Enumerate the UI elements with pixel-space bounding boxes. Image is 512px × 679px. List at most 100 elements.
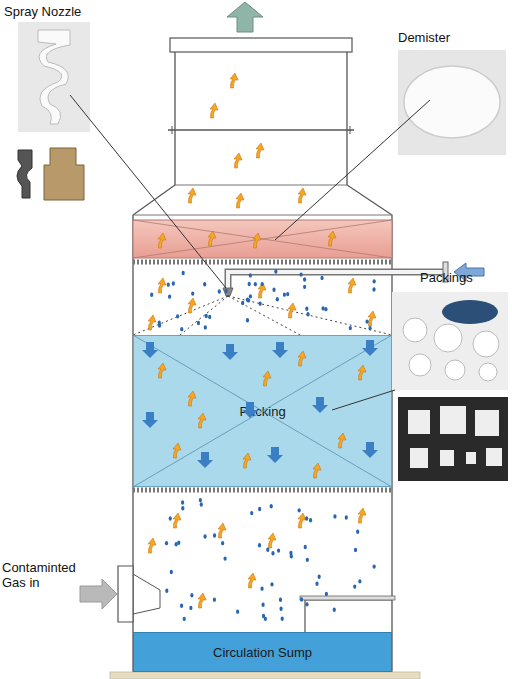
- liquid-droplet: [279, 597, 282, 601]
- liquid-droplet: [189, 606, 192, 610]
- liquid-droplet: [199, 498, 202, 502]
- liquid-droplet: [349, 326, 352, 330]
- node-label: Packing: [239, 404, 285, 419]
- part-label: Spray Nozzle: [4, 4, 124, 19]
- liquid-droplet: [224, 556, 227, 560]
- liquid-droplet: [250, 511, 253, 515]
- gas-flow-arrow: [288, 303, 296, 318]
- liquid-droplet: [372, 287, 375, 291]
- liquid-droplet: [208, 315, 211, 319]
- gas-flow-arrow: [173, 513, 181, 528]
- liquid-droplet: [181, 500, 184, 504]
- liquid-droplet: [333, 608, 336, 612]
- liquid-droplet: [203, 534, 206, 538]
- gas-flow-arrow: [230, 73, 238, 88]
- flange-bolt: [172, 126, 173, 134]
- liquid-droplet: [266, 548, 269, 552]
- liquid-droplet: [213, 533, 216, 537]
- liquid-droplet: [373, 564, 376, 568]
- liquid-droplet: [169, 516, 172, 520]
- liquid-droplet: [281, 617, 284, 621]
- liquid-droplet: [271, 551, 274, 555]
- liquid-droplet: [249, 294, 252, 298]
- liquid-droplet: [247, 298, 250, 302]
- packing-ring: [473, 331, 499, 357]
- liquid-droplet: [325, 592, 328, 596]
- packings-photo: [392, 292, 508, 390]
- pall-ring: [475, 410, 499, 436]
- liquid-droplet: [225, 289, 228, 293]
- liquid-droplet: [272, 288, 275, 292]
- liquid-droplet: [258, 507, 261, 511]
- liquid-droplet: [300, 597, 303, 601]
- liquid-droplet: [165, 541, 168, 545]
- liquid-droplet: [167, 282, 170, 286]
- liquid-droplet: [290, 554, 293, 558]
- liquid-droplet: [289, 551, 292, 555]
- liquid-droplet: [299, 272, 302, 276]
- liquid-droplet: [306, 558, 309, 562]
- demister-band: [133, 220, 392, 258]
- liquid-droplet: [180, 604, 183, 608]
- pall-ring-photo: [398, 397, 508, 481]
- liquid-droplet: [181, 506, 184, 510]
- demister-cross: [133, 220, 392, 258]
- packing-support-grid: [133, 488, 392, 493]
- outlet-arrow: [227, 2, 263, 32]
- gas-flow-arrow: [328, 231, 336, 246]
- packing-cross: [133, 335, 392, 487]
- liquid-droplet: [246, 298, 249, 302]
- pall-ring: [408, 410, 430, 434]
- liquid-droplet: [305, 602, 308, 606]
- brass-nozzle: [44, 148, 84, 200]
- liquid-droplet: [176, 314, 179, 318]
- pall-ring: [486, 448, 502, 466]
- spiral-nozzle: [38, 30, 70, 124]
- liquid-droplet: [183, 617, 186, 621]
- gas-flow-arrow: [234, 153, 242, 168]
- neck-flange: [168, 129, 354, 131]
- gas-flow-arrow: [188, 298, 196, 313]
- demister-pad: [404, 66, 500, 138]
- packing-ring: [442, 300, 498, 324]
- gas-flow-arrow: [298, 188, 306, 203]
- liquid-droplet: [213, 597, 216, 601]
- gas-flow-arrow: [358, 508, 366, 523]
- liquid-droplet: [165, 589, 168, 593]
- liquid-droplet: [333, 514, 336, 518]
- spray-nozzle: [223, 288, 233, 296]
- gas-flow-arrow: [188, 188, 196, 203]
- liquid-droplet: [368, 326, 371, 330]
- leader-line: [275, 100, 430, 240]
- liquid-droplet: [204, 325, 207, 329]
- liquid-droplet: [259, 301, 262, 305]
- liquid-droplet: [249, 273, 252, 277]
- base-plinth: [110, 672, 420, 679]
- liquid-droplet: [190, 593, 193, 597]
- gas-flow-arrow: [268, 533, 276, 548]
- pall-ring: [466, 452, 476, 464]
- gas-flow-arrow: [258, 283, 266, 298]
- gas-flow-arrow: [208, 231, 216, 246]
- liquid-droplet: [274, 269, 277, 273]
- gas-flow-arrow: [210, 103, 218, 118]
- liquid-droplet: [203, 282, 206, 286]
- liquid-droplet: [221, 541, 224, 545]
- liquid-droplet: [170, 570, 173, 574]
- liquid-droplet: [277, 548, 280, 552]
- liquid-droplet: [270, 582, 273, 586]
- liquid-droplet: [283, 292, 286, 296]
- pall-ring: [440, 450, 454, 466]
- liquid-droplet: [270, 504, 273, 508]
- packing-ring: [479, 363, 497, 381]
- liquid-droplet: [248, 282, 251, 286]
- liquid-droplet: [353, 584, 356, 588]
- liquid-droplet: [373, 279, 376, 283]
- gas-flow-arrow: [368, 311, 376, 326]
- sump-band: Circulation Sump: [133, 632, 392, 672]
- liquid-droplet: [354, 548, 357, 552]
- liquid-droplet: [286, 292, 289, 296]
- liquid-droplet: [358, 579, 361, 583]
- demister-photo: [398, 50, 506, 155]
- liquid-droplet: [303, 277, 306, 281]
